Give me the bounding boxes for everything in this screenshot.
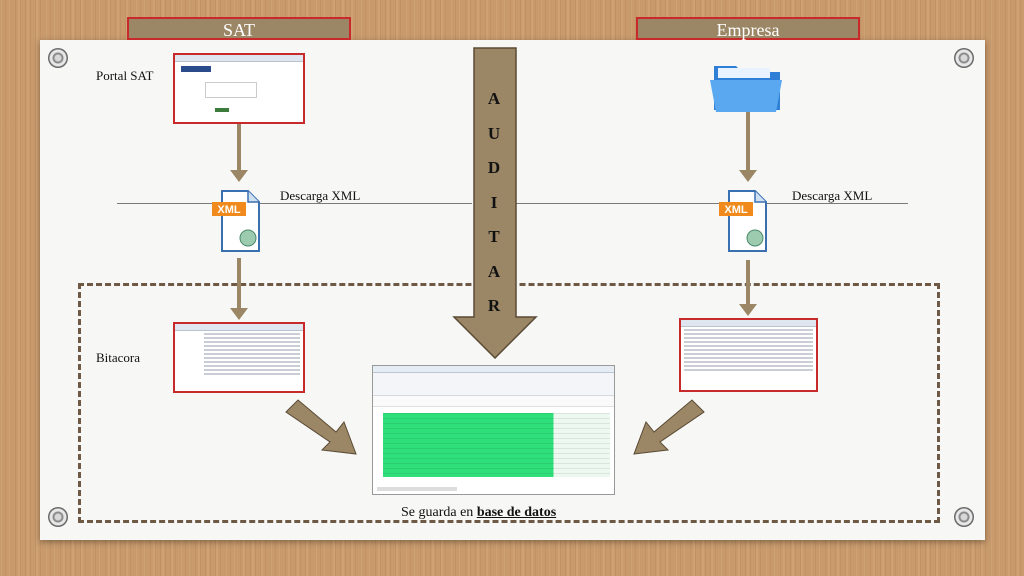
sat-header: SAT xyxy=(127,17,351,40)
divider-line-left xyxy=(117,203,472,204)
descarga-xml-label-right: Descarga XML xyxy=(792,188,873,203)
xml-file-icon: XML xyxy=(212,190,260,252)
portal-sat-label: Portal SAT xyxy=(96,68,154,83)
auditar-arrow xyxy=(452,47,538,359)
empresa-screenshot xyxy=(679,318,818,392)
empresa-header: Empresa xyxy=(636,17,860,40)
arrow-down-empresa-1 xyxy=(739,112,757,182)
pin-icon xyxy=(48,48,68,68)
arrow-down-sat-2 xyxy=(230,258,248,320)
bitacora-label: Bitacora xyxy=(96,350,141,365)
diagonal-arrow-right xyxy=(633,399,705,455)
pin-icon xyxy=(48,507,68,527)
xml-badge: XML xyxy=(217,204,241,216)
divider-line-right xyxy=(516,203,908,204)
auditar-text: A U D I T A R xyxy=(487,89,501,315)
xml-file-icon: XML xyxy=(719,190,767,252)
xml-badge: XML xyxy=(724,204,748,216)
caption-emphasis: base de datos xyxy=(476,505,557,520)
caption: Se guarda en base de datos xyxy=(401,505,557,520)
portal-sat-screenshot xyxy=(173,53,305,124)
descarga-xml-label-left: Descarga XML xyxy=(280,188,361,203)
diagonal-arrow-left xyxy=(285,399,357,455)
arrow-down-empresa-2 xyxy=(739,260,757,316)
database-app-screenshot xyxy=(372,365,615,495)
pin-icon xyxy=(954,48,974,68)
pin-icon xyxy=(954,507,974,527)
arrow-down-sat-1 xyxy=(230,124,248,182)
bitacora-screenshot xyxy=(173,322,305,393)
folder-icon xyxy=(710,66,782,112)
